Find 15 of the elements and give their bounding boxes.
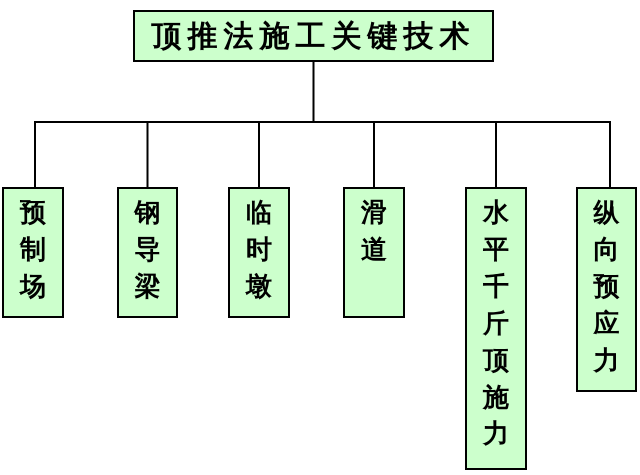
category-text: 水平千斤顶施力 [483,197,509,452]
category-text: 预制场 [20,197,46,304]
connector-line [312,62,611,187]
category-text: 纵向预应力 [594,197,620,378]
category-box [465,187,527,470]
category-box [117,187,178,318]
category-box [2,187,64,318]
category-box [343,187,405,318]
category-text: 临时墩 [246,197,272,304]
title-text: 顶推法施工关键技术 [152,18,476,56]
category-box [576,187,637,392]
title-box [133,10,494,62]
category-box [228,187,290,318]
category-text: 钢导梁 [134,197,160,304]
category-text: 滑道 [361,197,387,267]
